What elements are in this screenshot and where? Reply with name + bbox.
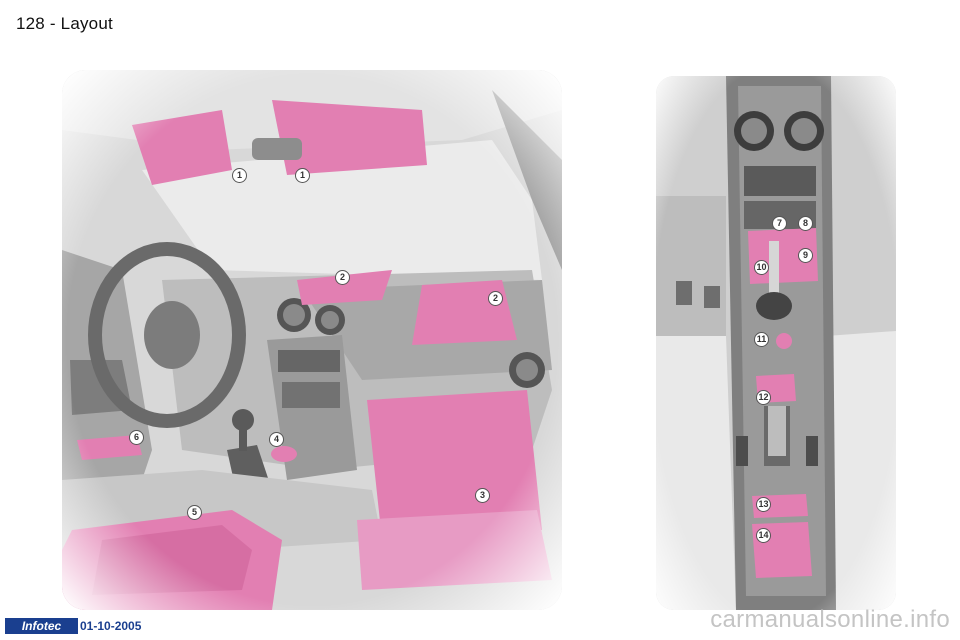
cabin-illustration: 1 1 2 2 3 4 5 6 bbox=[62, 70, 562, 610]
callout-1-left-visor: 1 bbox=[232, 168, 247, 183]
callout-4-cupholder: 4 bbox=[269, 432, 284, 447]
watermark: carmanualsonline.info bbox=[710, 606, 950, 633]
callout-10: 10 bbox=[754, 260, 769, 275]
infotec-badge: Infotec bbox=[5, 618, 78, 634]
console-illustration: 7 8 9 10 11 12 13 14 bbox=[656, 76, 896, 610]
callout-2-dash-right: 2 bbox=[488, 291, 503, 306]
callout-1-right-visor: 1 bbox=[295, 168, 310, 183]
callout-7: 7 bbox=[772, 216, 787, 231]
callout-13: 13 bbox=[756, 497, 771, 512]
callout-8: 8 bbox=[798, 216, 813, 231]
page-title: 128 - Layout bbox=[16, 14, 113, 33]
callout-12: 12 bbox=[756, 390, 771, 405]
callout-5-armrest: 5 bbox=[187, 505, 202, 520]
console-drawing bbox=[656, 76, 896, 610]
print-date: 01-10-2005 bbox=[80, 619, 142, 633]
callout-2-dash-top: 2 bbox=[335, 270, 350, 285]
cabin-drawing bbox=[62, 70, 562, 610]
callout-14: 14 bbox=[756, 528, 771, 543]
callout-11: 11 bbox=[754, 332, 769, 347]
callout-6-door-bin: 6 bbox=[129, 430, 144, 445]
callout-3-glovebox: 3 bbox=[475, 488, 490, 503]
callout-9: 9 bbox=[798, 248, 813, 263]
